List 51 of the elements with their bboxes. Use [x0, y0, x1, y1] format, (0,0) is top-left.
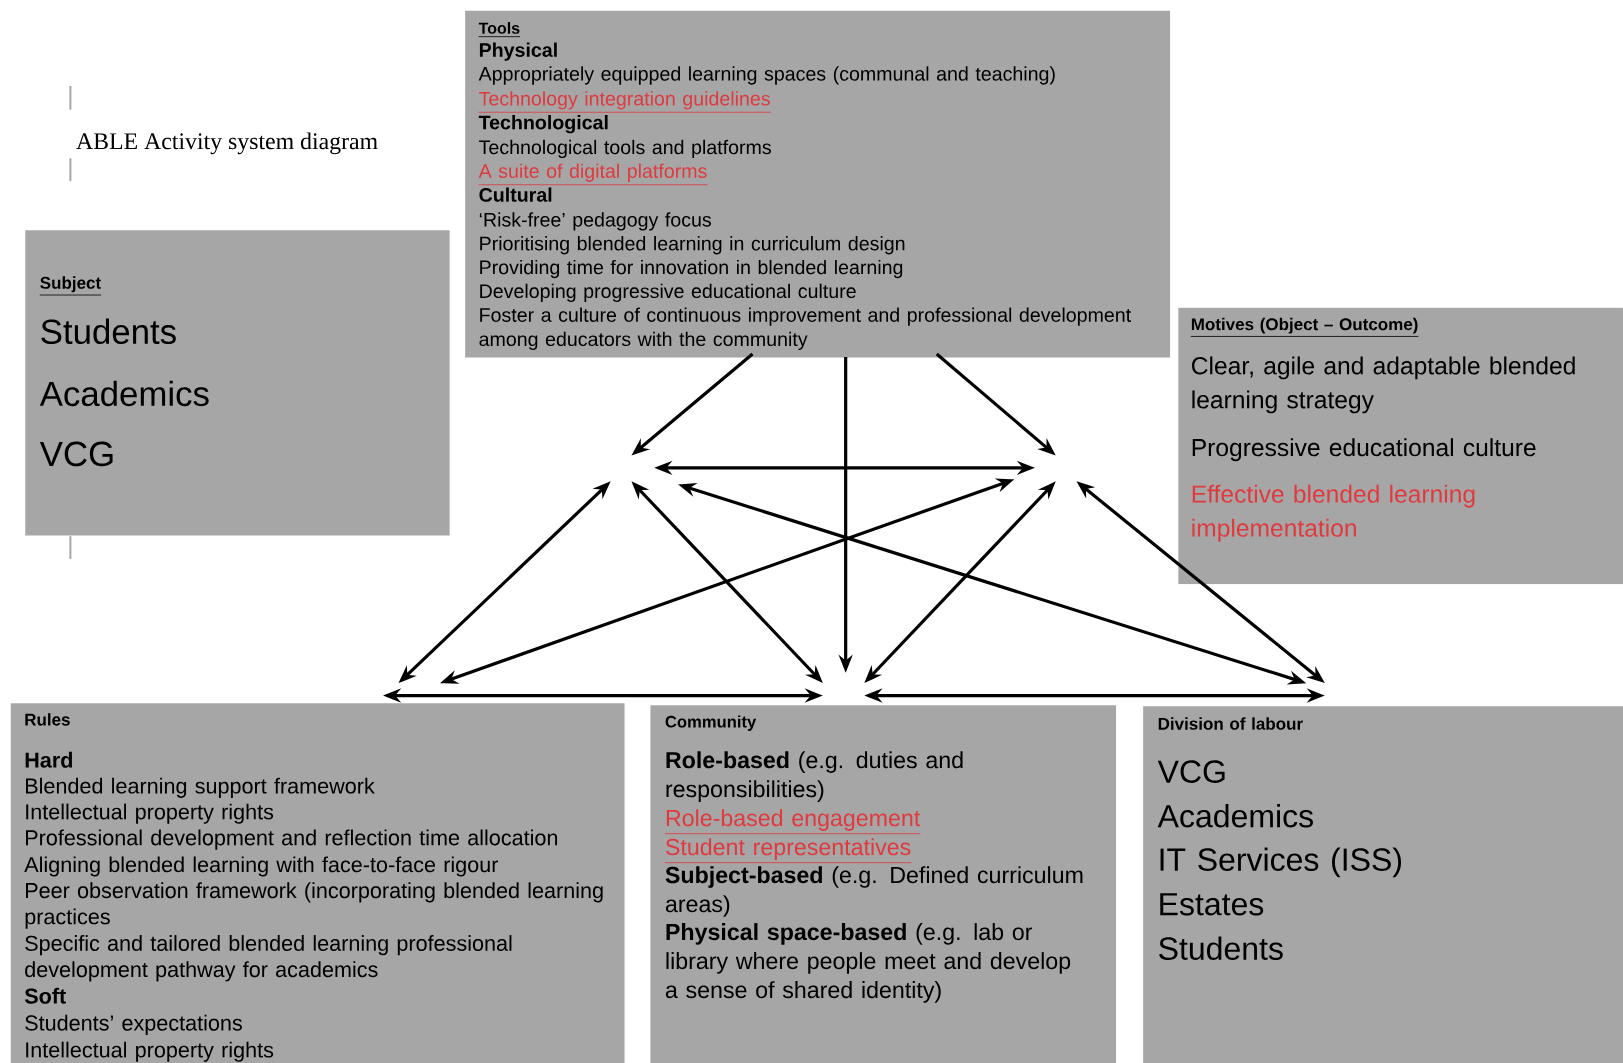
- list-item: Subject-based (e.g. Defined curriculum areas): [665, 866, 1083, 917]
- heading: Rules: [25, 713, 70, 726]
- list-item: A suite of digital platforms: [478, 163, 708, 186]
- division-box: [1143, 706, 1623, 1063]
- category-label: Cultural: [479, 187, 552, 202]
- list-item: Clear, agile and adaptable blended learning strategy: [1192, 356, 1575, 414]
- list-item: Peer observation framework (incorporating blended learning practices: [25, 882, 603, 929]
- list-item: Developing progressive educational culture: [480, 283, 856, 302]
- heading: Tools: [478, 22, 521, 38]
- list-item: Blended learning support framework: [26, 777, 375, 798]
- list-item: Technology integration guidelines: [478, 91, 772, 113]
- list-item: Student representatives: [664, 838, 912, 864]
- subject-box: [25, 230, 450, 536]
- list-item: Technological tools and platforms: [479, 139, 771, 159]
- list-item: Progressive educational culture: [1192, 438, 1536, 462]
- list-item: VCG: [1157, 760, 1225, 783]
- list-item: Physical space-based (e.g. lab or library where people meet and develop a sense of shared identity): [665, 923, 1071, 1003]
- tools-box: [465, 10, 1171, 358]
- list-item: ‘Risk-free’ pedagogy focus: [479, 212, 711, 231]
- list-item: Intellectual property rights: [26, 803, 274, 824]
- list-item: Students’ expectations: [25, 1014, 242, 1035]
- list-item: Prioritising blended learning in curriculum design: [480, 236, 905, 255]
- list-item: Specific and tailored blended learning professional development pathway for academics: [25, 935, 512, 982]
- list-item: Academics: [1157, 804, 1313, 828]
- rules-box: [10, 703, 625, 1063]
- heading: Division of labour: [1158, 717, 1303, 730]
- list-item: Aligning blended learning with face-to-face rigour: [24, 856, 499, 877]
- list-item: Effective blended learning implementation: [1192, 484, 1475, 542]
- list-item: Students: [41, 318, 176, 345]
- diagram-title: ABLE Activity system diagram: [76, 132, 378, 155]
- category-label: Soft: [24, 987, 66, 1004]
- community-box: [650, 705, 1117, 1063]
- list-item: Professional development and reflection time allocation: [26, 829, 558, 850]
- list-item: Estates: [1160, 893, 1264, 916]
- list-item: Providing time for innovation in blended learning: [480, 259, 903, 279]
- heading: Motives (Object – Outcome): [1190, 317, 1419, 337]
- list-item: IT Services (ISS): [1160, 847, 1401, 878]
- list-item: Role-based (e.g. duties and responsibilities): [666, 751, 963, 802]
- list-item: Academics: [39, 380, 209, 407]
- category-label: Technological: [478, 115, 608, 134]
- list-item: Students: [1159, 936, 1283, 960]
- list-item: Appropriately equipped learning spaces (communal and teaching): [478, 66, 1055, 85]
- category-label: Hard: [25, 751, 72, 768]
- category-label: Physical: [479, 42, 557, 61]
- list-item: Foster a culture of continuous improvement and professional development among educators with the community: [479, 307, 1131, 350]
- list-item: Role-based engagement: [664, 809, 921, 835]
- heading: Subject: [39, 276, 102, 296]
- motives-box: [1178, 307, 1623, 585]
- heading: Community: [665, 715, 757, 731]
- list-item: Intellectual property rights: [26, 1041, 274, 1062]
- list-item: VCG: [39, 441, 113, 467]
